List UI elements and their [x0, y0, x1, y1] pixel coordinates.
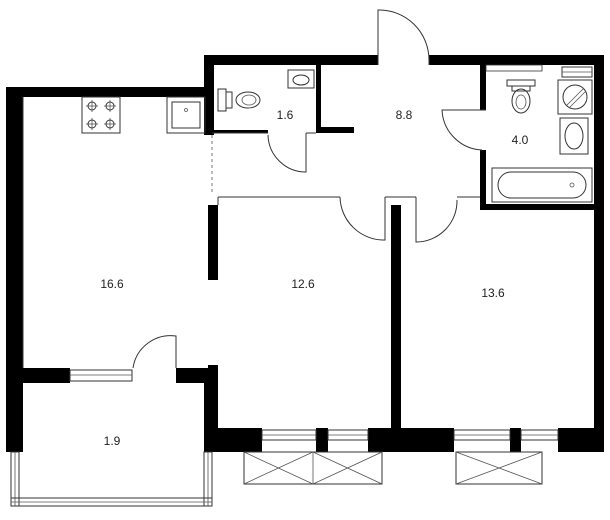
washing-machine-icon — [557, 79, 593, 115]
window-ledge-mid — [243, 451, 383, 485]
wall-bottom-c — [368, 428, 454, 452]
wall-right — [594, 55, 604, 452]
toilet-icon — [217, 88, 261, 112]
room-area-bathroom: 4.0 — [512, 133, 529, 147]
bath-sink-icon — [559, 117, 589, 155]
thin-walls — [22, 97, 480, 368]
wall-bottom-e — [558, 428, 604, 452]
balcony-left-wall — [6, 383, 23, 452]
wall-between-bedrooms-thin — [395, 205, 401, 265]
window-balcony-door — [69, 369, 133, 382]
wall-bath-left — [480, 65, 486, 110]
walls — [6, 55, 604, 452]
wall-left — [6, 87, 23, 383]
room-area-hallway: 8.8 — [396, 108, 413, 122]
wall-top-wc — [204, 55, 378, 65]
room-area-bedroom-middle: 12.6 — [291, 277, 315, 291]
wall-bath-left-lower — [480, 150, 486, 210]
bathtub-icon — [491, 167, 593, 203]
wall-balcony-top-left — [6, 368, 70, 383]
wall-balcony-top-right — [176, 368, 218, 383]
shelf-icon — [561, 66, 593, 78]
room-area-bedroom-right: 13.6 — [481, 286, 505, 300]
wall-wc-right — [316, 65, 321, 132]
balcony — [6, 383, 218, 507]
sink-icon — [166, 96, 206, 134]
bath-toilet-icon — [506, 79, 536, 114]
stove-icon — [81, 96, 121, 134]
wall-wc-hall — [316, 127, 354, 133]
room-area-toilet: 1.6 — [277, 108, 294, 122]
windows — [69, 369, 559, 485]
balcony-right-wall — [204, 383, 218, 452]
wall-top-right — [429, 55, 604, 65]
wall-bottom-b — [316, 428, 328, 452]
room-area-living-kitchen: 16.6 — [100, 277, 124, 291]
wall-wc-bottom-a — [212, 130, 268, 133]
wall-bath-bottom — [480, 204, 604, 210]
room-area-balcony: 1.9 — [104, 434, 121, 448]
window-ledge-right — [455, 451, 543, 485]
wall-living-bedroom — [208, 205, 218, 280]
bath-shelf — [485, 64, 543, 72]
wall-kitchen-top-step — [204, 55, 214, 135]
wall-top-left — [6, 87, 212, 97]
wall-between-bedrooms — [391, 205, 401, 452]
wc-sink-icon — [287, 69, 315, 89]
wall-bottom-d — [510, 428, 521, 452]
doors — [132, 9, 486, 369]
